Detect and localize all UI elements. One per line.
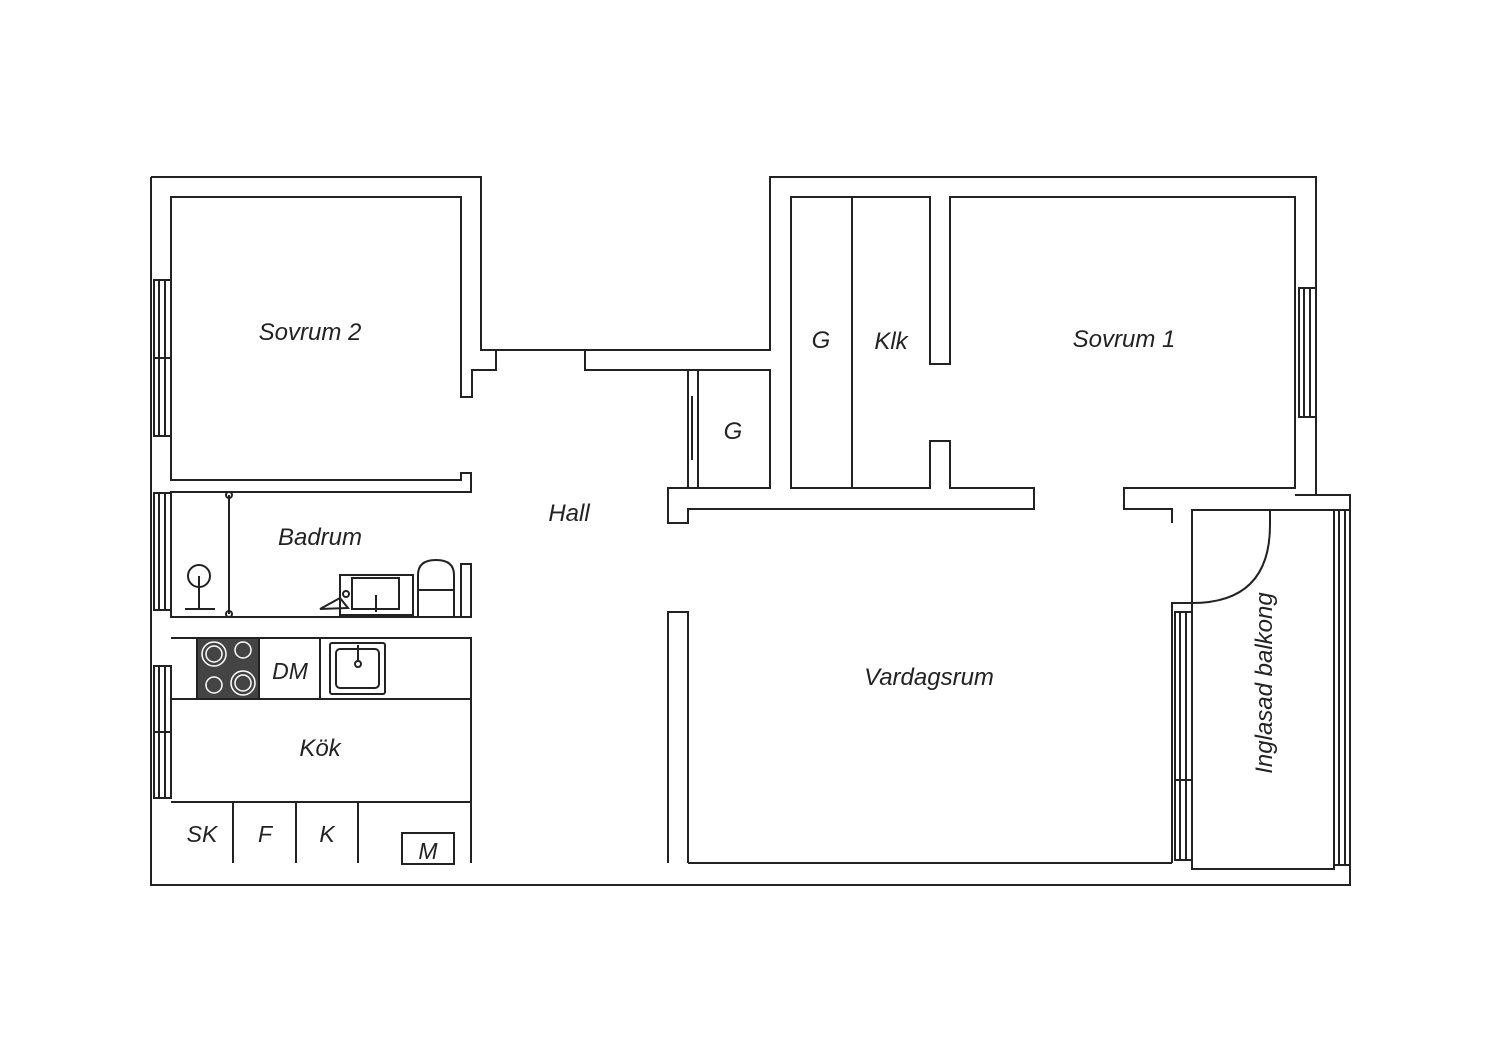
kitchen-sink bbox=[329, 642, 386, 695]
label-garderob-top: G bbox=[812, 327, 831, 354]
microwave bbox=[401, 832, 455, 865]
label-vardagsrum: Vardagsrum bbox=[864, 664, 994, 691]
label-garderob-hall: G bbox=[724, 418, 743, 445]
label-badrum: Badrum bbox=[278, 524, 362, 551]
label-kok: Kök bbox=[299, 735, 342, 762]
window-vardagsrum bbox=[1174, 611, 1193, 861]
window-badrum bbox=[153, 492, 172, 611]
toilet bbox=[417, 558, 455, 617]
bathroom-sink bbox=[339, 574, 414, 616]
hall-wall-left bbox=[470, 611, 689, 863]
label-sk: SK bbox=[187, 821, 219, 847]
label-m: M bbox=[418, 838, 438, 864]
window-kok bbox=[153, 665, 172, 799]
label-sovrum1: Sovrum 1 bbox=[1073, 326, 1176, 353]
middle-wall bbox=[667, 196, 1296, 524]
window-sovrum2 bbox=[153, 279, 172, 437]
window-sovrum1 bbox=[1298, 287, 1317, 418]
bathroom-tap bbox=[319, 590, 351, 610]
label-f: F bbox=[258, 821, 274, 847]
window-balcony bbox=[1333, 509, 1351, 866]
label-sovrum2: Sovrum 2 bbox=[259, 319, 362, 346]
balcony-door-swing bbox=[1191, 524, 1271, 604]
shower-head bbox=[185, 564, 215, 610]
label-k: K bbox=[319, 821, 336, 847]
outer-wall-inner bbox=[480, 177, 585, 351]
outer-wall bbox=[150, 176, 1351, 886]
label-balkong: Inglasad balkong bbox=[1251, 592, 1278, 774]
label-dm: DM bbox=[272, 658, 309, 684]
hall-garderob bbox=[667, 369, 771, 509]
stove-burners bbox=[201, 641, 256, 696]
label-hall: Hall bbox=[548, 500, 590, 527]
label-klk: Klk bbox=[874, 328, 909, 355]
